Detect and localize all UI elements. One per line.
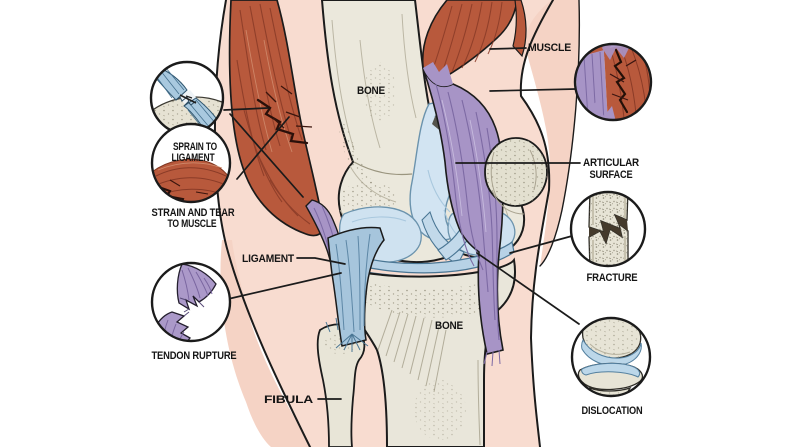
fracture-inset-circle [569, 190, 647, 268]
leg-contour-right [519, 0, 554, 447]
label-ligament: LIGAMENT [242, 253, 294, 265]
leader-tendon-rupture [227, 272, 342, 300]
strain-inset-circle: SPRAIN TO LIGAMENT [150, 122, 232, 204]
background-leg-left [220, 240, 312, 447]
label-articular-line1: ARTICULAR [583, 157, 639, 169]
sprain-caption-line1: SPRAIN TO [173, 141, 217, 153]
label-bone-upper: BONE [357, 85, 385, 97]
sprain-caption-line2: LIGAMENT [172, 152, 215, 164]
leader-sprain-lower [229, 113, 304, 198]
label-muscle: MUSCLE [528, 42, 571, 54]
label-fracture: FRACTURE [587, 272, 638, 284]
label-strain-line2: TO MUSCLE [168, 218, 217, 230]
lateral-muscle [421, 0, 527, 81]
leader-muscle [489, 47, 527, 50]
tendon-rupture-inset-circle [150, 261, 232, 343]
leader-ligament [296, 257, 346, 265]
leader-sprain [223, 107, 269, 111]
background-leg-right [525, 0, 580, 266]
labels: MUSCLE BONE ARTICULAR SURFACE FRACTURE D… [152, 42, 643, 417]
label-fibula: FIBULA [264, 394, 313, 406]
lateral-tendon [422, 62, 504, 367]
leader-strain [236, 116, 290, 180]
label-bone-lower: BONE [435, 320, 463, 332]
leader-dislocation [476, 252, 580, 325]
lateral-condyle [484, 137, 548, 215]
tibia-bone [338, 257, 516, 447]
medial-ligament [327, 226, 385, 352]
label-tendon-rupture: TENDON RUPTURE [152, 350, 237, 362]
label-articular-line2: SURFACE [590, 169, 633, 181]
sprain-inset-circle [149, 60, 225, 136]
leader-fracture [509, 235, 573, 254]
leader-muscle-inset [489, 88, 577, 92]
dislocation-inset-circle [570, 316, 652, 398]
label-strain-line1: STRAIN AND TEAR [152, 207, 235, 219]
label-dislocation: DISLOCATION [582, 405, 643, 417]
leader-lines [223, 47, 581, 400]
